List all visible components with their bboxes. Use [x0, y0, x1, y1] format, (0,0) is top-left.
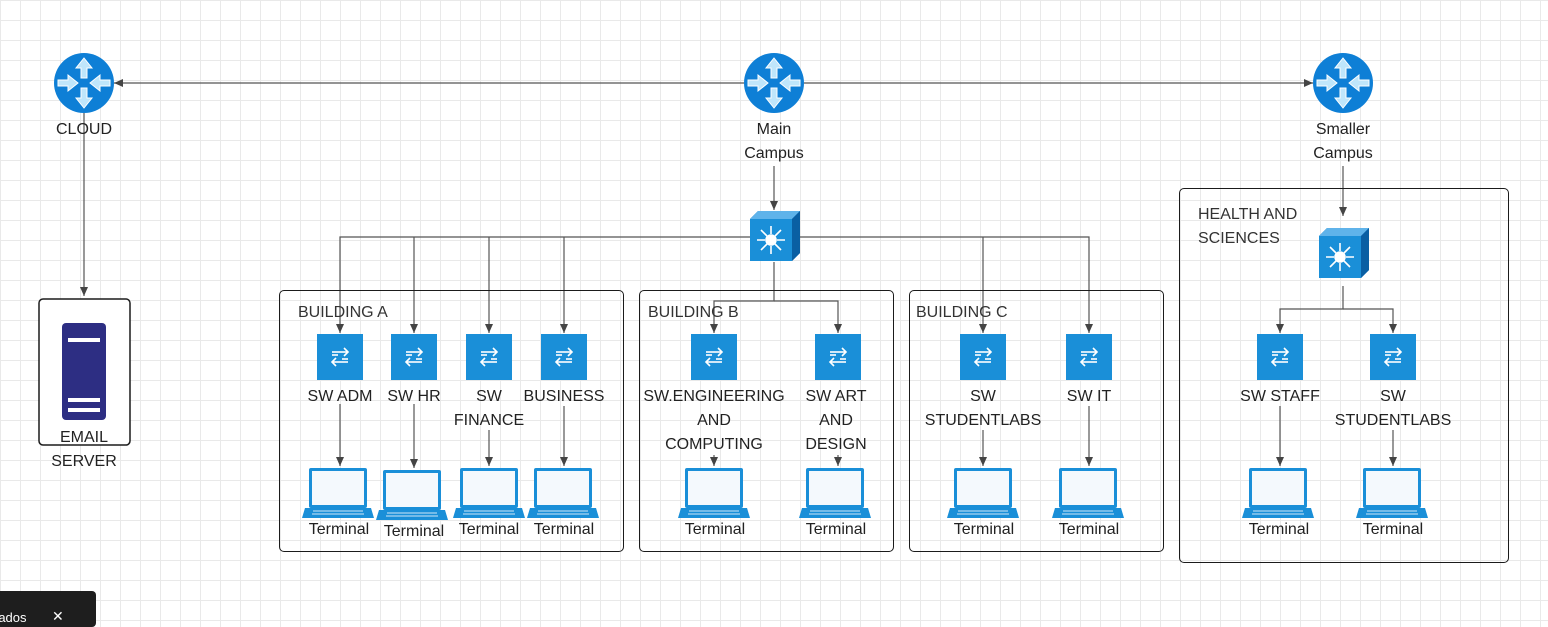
close-icon[interactable]: ✕ [52, 608, 64, 624]
switch-label: SW IT [1066, 388, 1112, 405]
terminal-label: Terminal [308, 521, 370, 538]
building-c-title: BUILDING C [916, 304, 1008, 321]
router-label-main-campus: Main Campus [744, 121, 804, 162]
terminal-label: Terminal [533, 521, 595, 538]
switch-label: SW STAFF [1240, 388, 1320, 405]
terminal-label: Terminal [458, 521, 520, 538]
terminal-label: Terminal [1248, 521, 1310, 538]
switch-label: SW STUDENTLABS [1334, 388, 1452, 429]
switch-label: SW STUDENTLABS [924, 388, 1042, 429]
terminal-label: Terminal [1058, 521, 1120, 538]
router-label-smaller-campus: Smaller Campus [1313, 121, 1373, 162]
building-a-title: BUILDING A [298, 304, 388, 321]
connector-lines [80, 79, 1397, 468]
switch-label: SW HR [387, 388, 441, 405]
terminal-label: Terminal [1362, 521, 1424, 538]
building-a-box: BUILDING A [279, 290, 624, 552]
terminal-label: Terminal [684, 521, 746, 538]
building-b-title: BUILDING B [648, 304, 739, 321]
server-label: EMAIL SERVER [51, 429, 117, 470]
switch-label: BUSINESS [523, 388, 605, 405]
health-sciences-title: HEALTH AND SCIENCES [1198, 206, 1298, 247]
router-icon-cloud[interactable] [53, 52, 115, 114]
terminal-label: Terminal [953, 521, 1015, 538]
terminal-label: Terminal [805, 521, 867, 538]
server-icon[interactable] [38, 298, 131, 446]
switch-label: SW ADM [307, 388, 373, 405]
router-icon-smaller-campus[interactable] [1312, 52, 1374, 114]
building-b-box: BUILDING B [639, 290, 894, 552]
terminal-label: Terminal [383, 523, 445, 540]
router-icon-main-campus[interactable] [743, 52, 805, 114]
switch-label: SW.ENGINEERING AND COMPUTING [643, 388, 785, 453]
health-sciences-box: HEALTH AND SCIENCES [1179, 188, 1509, 563]
router-label-cloud: CLOUD [55, 121, 113, 138]
toast-text: rados [0, 610, 27, 625]
switch-label: SW ART AND DESIGN [805, 388, 867, 453]
switch-label: SW FINANCE [453, 388, 525, 429]
toast-notification: rados ✕ [0, 591, 96, 627]
building-c-box: BUILDING C [909, 290, 1164, 552]
core-switch-icon[interactable] [749, 210, 801, 262]
